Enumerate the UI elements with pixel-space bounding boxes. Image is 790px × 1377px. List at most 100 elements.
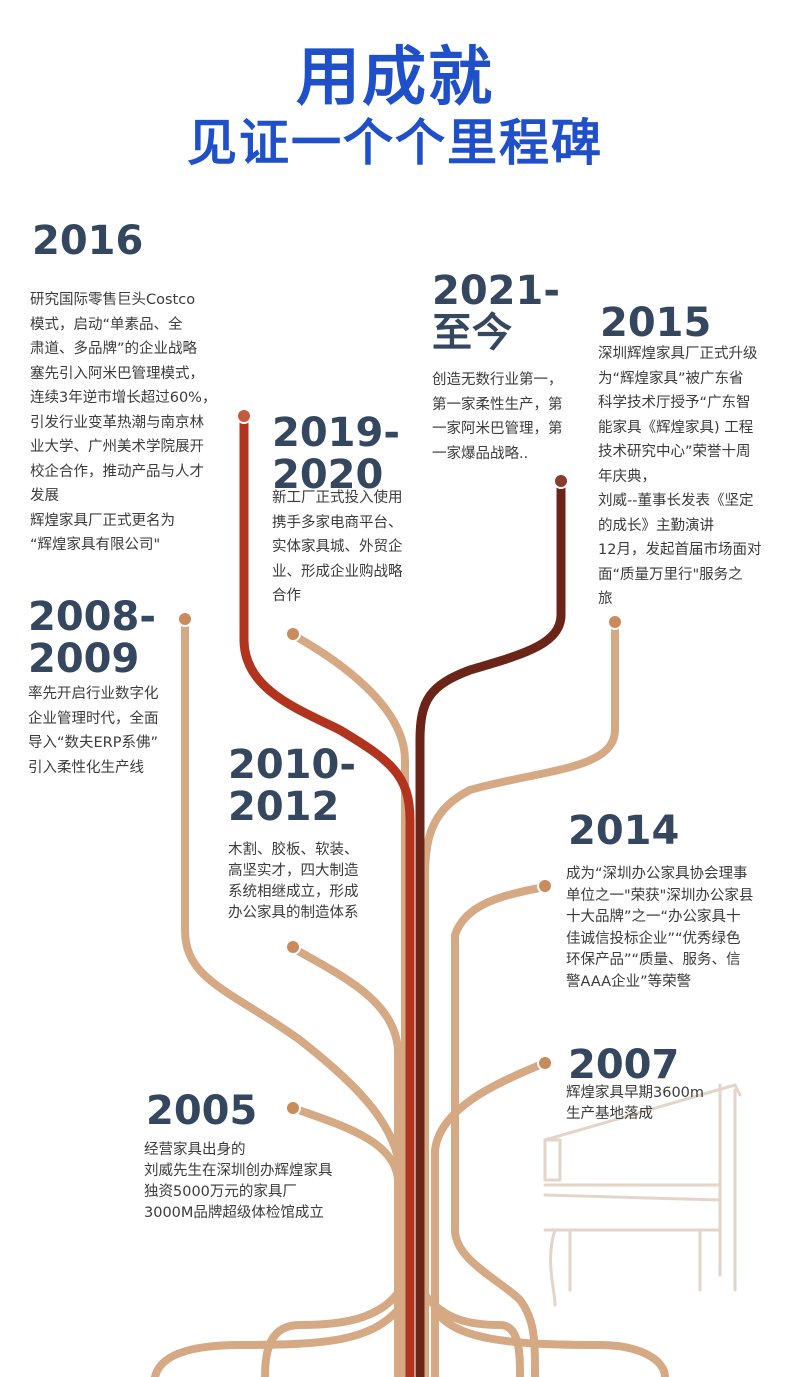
desc-line: 携手多家电商平台、 bbox=[272, 514, 403, 531]
desc-line: 企业管理时代，全面 bbox=[28, 710, 159, 727]
desc-2014: 成为“深圳办公家具协会理事 单位之一"荣获"深圳办公家县 十大品牌”之一“办公家… bbox=[566, 864, 753, 993]
desc-line: 办公家具的制造体系 bbox=[228, 905, 359, 921]
desc-2008: 率先开启行业数字化 企业管理时代，全面 导入“数夫ERP系佛” 引入柔性化生产线 bbox=[28, 682, 159, 780]
year-2019: 2019- 2020 bbox=[272, 412, 400, 496]
dot-2005 bbox=[285, 1100, 301, 1116]
desc-line: 一家阿米巴管理，第 bbox=[432, 421, 563, 437]
dot-2015 bbox=[607, 614, 623, 630]
desc-line: 第一家柔性生产，第 bbox=[432, 396, 563, 413]
year-2015: 2015 bbox=[600, 300, 712, 346]
desc-line: 引入柔性化生产线 bbox=[28, 759, 144, 776]
year-line: 2020 bbox=[272, 452, 384, 498]
desc-line: 环保产品”“质量、服务、信 bbox=[566, 952, 741, 968]
year-2005: 2005 bbox=[146, 1088, 258, 1134]
desc-line: 业大学、广州美术学院展开 bbox=[30, 439, 204, 455]
desc-line: 肃道、多品牌”的企业战略 bbox=[30, 341, 198, 357]
desc-line: 科学技术厅授予“广东智 bbox=[598, 395, 751, 411]
desc-line: 技术研究中心”荣誉十周 bbox=[598, 444, 751, 460]
dot-2007 bbox=[537, 1055, 553, 1071]
desc-line: 合作 bbox=[272, 588, 301, 604]
desc-line: 的成长》主勤演讲 bbox=[598, 517, 714, 534]
desc-2021: 创造无数行业第一， 第一家柔性生产，第 一家阿米巴管理，第 一家爆品战略.. bbox=[432, 368, 563, 466]
branch-2019 bbox=[289, 631, 409, 1377]
dot-2008 bbox=[177, 611, 193, 627]
desc-line: 12月，发起首届市场面对 bbox=[598, 542, 762, 558]
desc-line: 佳诚信投标企业”“优秀绿色 bbox=[566, 930, 741, 947]
year-line: 2008- bbox=[28, 594, 156, 640]
page-subtitle: 见证一个个里程碑 bbox=[187, 114, 603, 172]
year-line: 2009 bbox=[28, 636, 140, 682]
desc-line: 生产基地落成 bbox=[566, 1106, 653, 1122]
branch-2015 bbox=[421, 621, 619, 1377]
desc-line: 深圳辉煌家具厂正式升级 bbox=[598, 346, 758, 362]
desc-line: 发展 bbox=[30, 488, 59, 504]
branch-2007 bbox=[431, 1059, 549, 1377]
desc-line: 校企合作，推动产品与人才 bbox=[30, 463, 204, 480]
page-title: 用成就 bbox=[296, 41, 494, 115]
year-2008: 2008- 2009 bbox=[28, 596, 156, 680]
year-2016: 2016 bbox=[32, 218, 144, 264]
desc-line: “辉煌家具有限公司" bbox=[30, 537, 161, 553]
desc-2019: 新工厂正式投入使用 携手多家电商平台、 实体家具城、外贸企 业、形成企业购战略 … bbox=[272, 486, 403, 609]
year-2010: 2010- 2012 bbox=[228, 744, 356, 828]
branch-2010 bbox=[289, 944, 402, 1377]
branch-2014 bbox=[451, 883, 549, 1377]
desc-line: 单位之一"荣获"深圳办公家县 bbox=[566, 887, 754, 904]
branch-2016 bbox=[239, 413, 415, 1377]
desc-line: 经营家具出身的 bbox=[144, 1142, 246, 1158]
desc-2007: 辉煌家具早期3600m 生产基地落成 bbox=[566, 1083, 704, 1125]
desc-line: 研究国际零售巨头Costco bbox=[30, 292, 196, 308]
desc-2005: 经营家具出身的 刘威先生在深圳创办辉煌家具 独资5000万元的家具厂 3000M… bbox=[144, 1140, 333, 1224]
desc-line: 辉煌家具早期3600m bbox=[566, 1085, 705, 1101]
desc-line: 模式，启动“单素品、全 bbox=[30, 316, 183, 333]
desc-line: 引发行业变革热潮与南京林 bbox=[30, 414, 204, 431]
root-right-2 bbox=[421, 1291, 524, 1377]
desc-line: 成为“深圳办公家具协会理事 bbox=[566, 866, 748, 882]
desc-2015: 深圳辉煌家具厂正式升级 为“辉煌家具”被广东省 科学技术厅授予“广东智 能家具《… bbox=[598, 342, 761, 612]
dot-2016 bbox=[236, 408, 252, 424]
year-line: 2012 bbox=[228, 784, 340, 830]
desc-line: 年庆典， bbox=[598, 468, 656, 485]
year-line: 2021- bbox=[432, 268, 560, 314]
desc-line: 高坚实才，四大制造 bbox=[228, 863, 359, 879]
root-left-2 bbox=[151, 1306, 402, 1377]
dot-2010 bbox=[285, 939, 301, 955]
desc-line: 警AAA企业”等荣警 bbox=[566, 973, 692, 990]
desc-line: 旅 bbox=[598, 591, 613, 607]
desc-line: 一家爆品战略.. bbox=[432, 445, 529, 462]
desc-line: 创造无数行业第一， bbox=[432, 372, 563, 388]
year-line: 2010- bbox=[228, 742, 356, 788]
desc-2010: 木割、胶板、软装、 高坚实才，四大制造 系统相继成立，形成 办公家具的制造体系 bbox=[228, 840, 359, 924]
chair-icon bbox=[543, 1083, 742, 1307]
desc-line: 塞先引入阿米巴管理模式， bbox=[30, 365, 204, 382]
year-2021: 2021- 至今 bbox=[432, 270, 560, 354]
branch-2005 bbox=[289, 1104, 402, 1377]
year-2014: 2014 bbox=[568, 808, 680, 854]
desc-line: 导入“数夫ERP系佛” bbox=[28, 735, 159, 751]
desc-line: 木割、胶板、软装、 bbox=[228, 842, 359, 858]
desc-line: 系统相继成立，形成 bbox=[228, 884, 359, 900]
dot-2019 bbox=[285, 626, 301, 642]
desc-line: 刘威--董事长发表《坚定 bbox=[598, 493, 754, 509]
desc-line: 面“质量万里行"服务之 bbox=[598, 566, 743, 583]
dot-2021 bbox=[553, 473, 569, 489]
dot-2014 bbox=[537, 878, 553, 894]
desc-line: 连续3年逆市增长超过60%， bbox=[30, 390, 217, 406]
desc-line: 业、形成企业购战略 bbox=[272, 563, 403, 580]
year-line: 至今 bbox=[432, 310, 512, 356]
desc-line: 十大品牌”之一“办公家具十 bbox=[566, 909, 741, 925]
branch-2021 bbox=[415, 478, 566, 1377]
desc-line: 能家具《辉煌家具) 工程 bbox=[598, 419, 754, 436]
root-left-1 bbox=[261, 1286, 404, 1377]
desc-line: 独资5000万元的家具厂 bbox=[144, 1184, 297, 1200]
root-right-1 bbox=[431, 1306, 669, 1377]
branch-2008 bbox=[181, 616, 404, 1377]
desc-line: 实体家具城、外贸企 bbox=[272, 539, 403, 555]
desc-2016: 研究国际零售巨头Costco 模式，启动“单素品、全 肃道、多品牌”的企业战略 … bbox=[30, 288, 216, 558]
year-2007: 2007 bbox=[568, 1042, 680, 1088]
desc-line: 3000M品牌超级体检馆成立 bbox=[144, 1205, 324, 1221]
desc-line: 辉煌家具厂正式更名为 bbox=[30, 512, 175, 529]
desc-line: 新工厂正式投入使用 bbox=[272, 490, 403, 506]
desc-line: 率先开启行业数字化 bbox=[28, 686, 159, 702]
